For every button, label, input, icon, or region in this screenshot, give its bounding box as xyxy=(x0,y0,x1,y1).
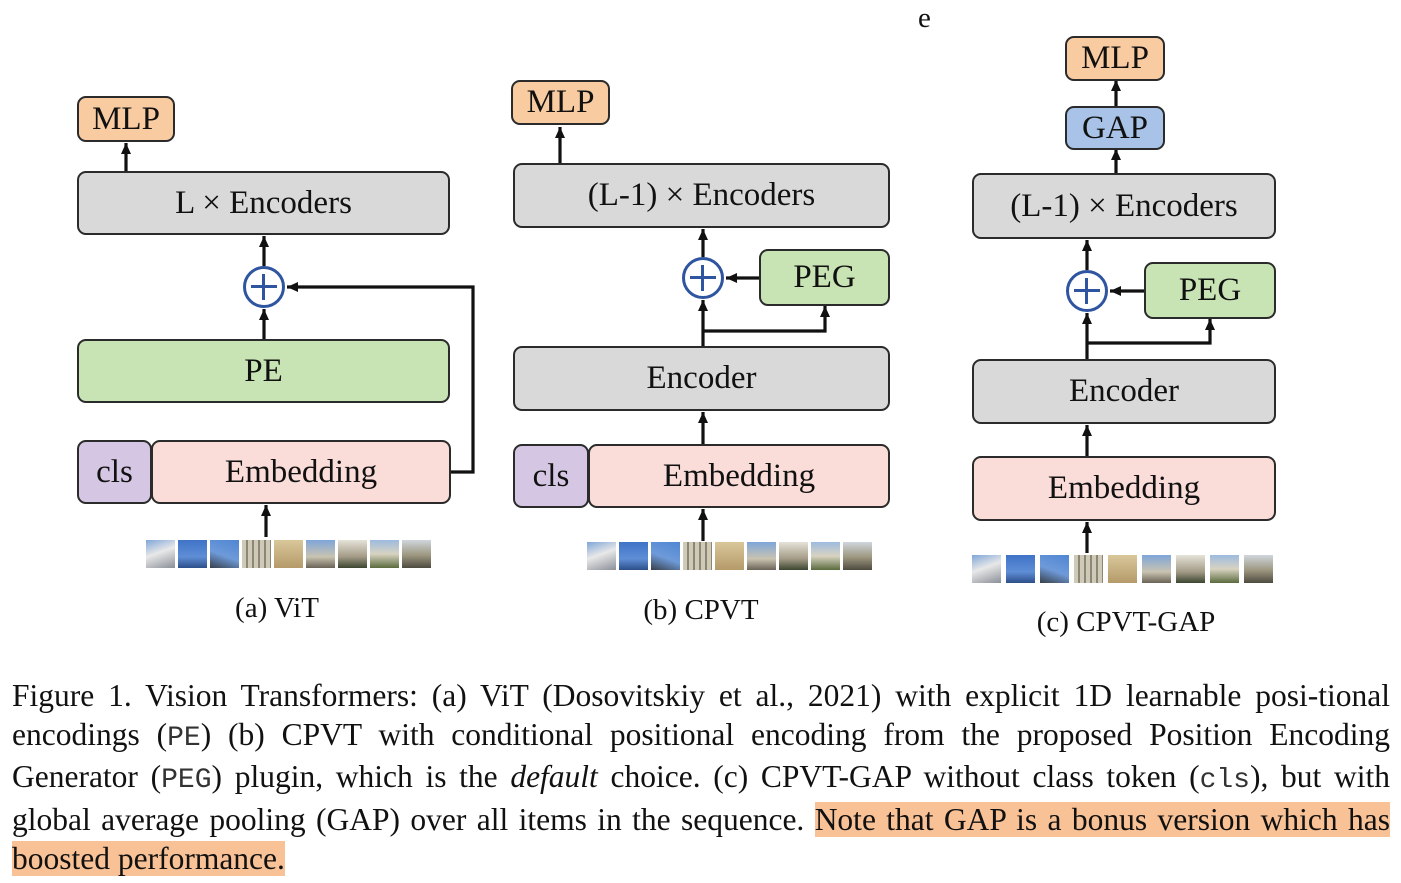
image-patch-thumbnail xyxy=(1108,555,1137,583)
cpvt-gap-subfigure-label: (c) CPVT-GAP xyxy=(1036,606,1216,638)
vit-subfigure-label: (a) ViT xyxy=(235,592,319,624)
image-patch-thumbnail xyxy=(1040,555,1069,583)
caption-text-5: ), but with global average pooling (GAP)… xyxy=(12,759,1390,838)
image-patch-thumbnail xyxy=(306,540,335,568)
cpvt-image-patches xyxy=(587,542,872,570)
image-patch-thumbnail xyxy=(178,540,207,568)
image-patch-thumbnail xyxy=(779,542,808,570)
cpvt-gap-embedding-block: Embedding xyxy=(972,456,1276,521)
vit-circled-plus-icon xyxy=(243,266,285,308)
cpvt-encoders-block: (L-1) × Encoders xyxy=(513,163,890,228)
image-patch-thumbnail xyxy=(619,542,648,570)
image-patch-thumbnail xyxy=(1176,555,1205,583)
caption-code-peg: PEG xyxy=(161,765,212,797)
stray-letter: e xyxy=(918,2,931,34)
image-patch-thumbnail xyxy=(210,540,239,568)
caption-emphasis-default: default xyxy=(510,759,598,795)
image-patch-thumbnail xyxy=(242,540,271,568)
figure-caption: Figure 1. Vision Transformers: (a) ViT (… xyxy=(12,677,1390,879)
vit-encoders-block: L × Encoders xyxy=(77,171,450,235)
image-patch-thumbnail xyxy=(811,542,840,570)
vit-cls-token: cls xyxy=(77,440,152,504)
cpvt-gap-circled-plus-icon xyxy=(1066,270,1108,312)
image-patch-thumbnail xyxy=(587,542,616,570)
arrow-encoder-to-peg-b xyxy=(703,306,830,333)
image-patch-thumbnail xyxy=(843,542,872,570)
image-patch-thumbnail xyxy=(651,542,680,570)
image-patch-thumbnail xyxy=(146,540,175,568)
cpvt-circled-plus-icon xyxy=(682,257,724,299)
cpvt-mlp-block: MLP xyxy=(511,80,610,125)
caption-code-cls: cls xyxy=(1199,765,1250,797)
caption-text-3: ) plugin, which is the xyxy=(211,759,511,795)
cpvt-embedding-block: Embedding xyxy=(588,444,890,508)
cpvt-subfigure-label: (b) CPVT xyxy=(643,594,759,626)
image-patch-thumbnail xyxy=(370,540,399,568)
arrow-encoder-to-peg-c xyxy=(1087,319,1215,345)
vit-pe-block: PE xyxy=(77,339,450,403)
image-patch-thumbnail xyxy=(747,542,776,570)
cpvt-peg-block: PEG xyxy=(759,249,890,306)
cpvt-gap-peg-block: PEG xyxy=(1144,262,1276,319)
image-patch-thumbnail xyxy=(683,542,712,570)
cpvt-gap-image-patches xyxy=(972,555,1273,583)
cpvt-encoder-block: Encoder xyxy=(513,346,890,411)
image-patch-thumbnail xyxy=(972,555,1001,583)
image-patch-thumbnail xyxy=(402,540,431,568)
image-patch-thumbnail xyxy=(1074,555,1103,583)
caption-text-1: Figure 1. Vision Transformers: (a) ViT (… xyxy=(12,678,1390,752)
image-patch-thumbnail xyxy=(1210,555,1239,583)
image-patch-thumbnail xyxy=(1142,555,1171,583)
image-patch-thumbnail xyxy=(274,540,303,568)
cpvt-gap-encoder-block: Encoder xyxy=(972,359,1276,424)
vit-mlp-block: MLP xyxy=(77,96,175,142)
caption-text-4: choice. (c) CPVT-GAP without class token… xyxy=(597,759,1200,795)
caption-text-2: ) (b) CPVT with conditional positional e… xyxy=(12,716,1390,795)
image-patch-thumbnail xyxy=(338,540,367,568)
cpvt-gap-pooling-block: GAP xyxy=(1065,106,1165,150)
cpvt-cls-token: cls xyxy=(513,444,589,508)
arrow-embedding-to-sum-a xyxy=(287,282,475,474)
cpvt-gap-mlp-block: MLP xyxy=(1065,36,1165,81)
vit-image-patches xyxy=(146,540,431,568)
cpvt-gap-encoders-block: (L-1) × Encoders xyxy=(972,173,1276,239)
image-patch-thumbnail xyxy=(715,542,744,570)
image-patch-thumbnail xyxy=(1244,555,1273,583)
caption-code-pe: PE xyxy=(167,722,201,754)
image-patch-thumbnail xyxy=(1006,555,1035,583)
vit-embedding-block: Embedding xyxy=(151,440,451,504)
